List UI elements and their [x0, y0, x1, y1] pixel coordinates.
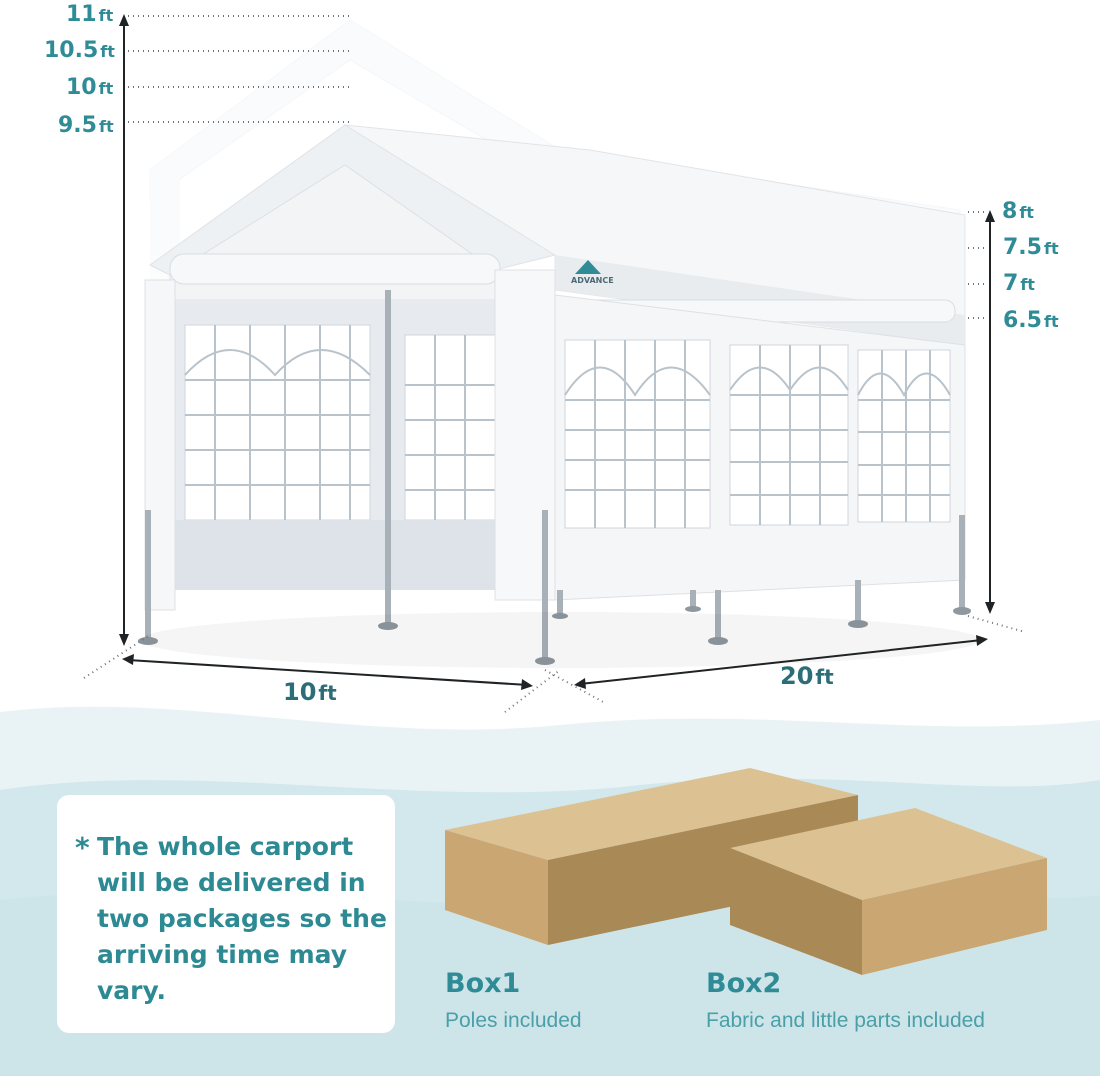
- advance-logo: ADVANCE: [571, 260, 614, 285]
- note-asterisk: *: [75, 831, 90, 864]
- front-opening: [144, 269, 556, 611]
- box1-subtitle: Poles included: [445, 1009, 582, 1032]
- box1-title: Box1: [445, 968, 521, 999]
- side-wall: [554, 294, 966, 601]
- left-height-leaders: [83, 15, 1026, 713]
- box2-subtitle: Fabric and little parts included: [706, 1009, 985, 1032]
- box1-illustration: [445, 768, 858, 945]
- logo-text: ADVANCE: [571, 276, 614, 285]
- support-poles: [145, 290, 965, 660]
- delivery-note-text: The whole carport will be delivered in t…: [97, 832, 387, 1005]
- carport-roof: [149, 124, 966, 346]
- box2-title: Box2: [706, 968, 782, 999]
- box2-illustration: [730, 808, 1047, 975]
- delivery-note-card: * The whole carport will be delivered in…: [57, 795, 395, 1033]
- dimension-arrows: [119, 14, 995, 690]
